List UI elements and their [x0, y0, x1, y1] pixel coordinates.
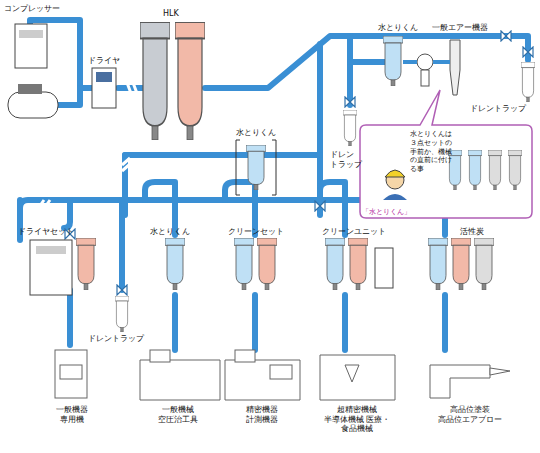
callout-note: 水とりくんは３点セットの手前か、機械の直前に付ける事「水とりくん」 — [410, 130, 526, 174]
part-label: 活性炭 — [460, 227, 500, 237]
part-label: 水とりくん — [378, 23, 428, 33]
part-label: 一般エアー機器 — [432, 23, 502, 33]
note-text: 水とりくんは３点セットの手前か、機械の直前に付ける事 — [410, 130, 454, 174]
part-label: 高品位塗装 高品位エアブロー — [438, 405, 502, 424]
part-label: ドレントラップ — [470, 104, 515, 114]
part-label: ドレントラップ — [88, 334, 138, 344]
part-label: HLK — [163, 9, 193, 19]
part-label: ドライヤセット — [18, 227, 78, 237]
part-label: ドライヤ — [88, 56, 128, 66]
part-label: 水とりくん — [150, 227, 200, 237]
part-label: 精密機器 計測機器 — [238, 405, 286, 424]
part-label: 水とりくん — [236, 128, 286, 138]
part-label: 超精密機械 半導体機械 医療・食品機械 — [322, 405, 392, 434]
part-label: コンプレッサー — [4, 4, 64, 14]
note-text: 「水とりくん」 — [362, 208, 411, 217]
part-label: クリーンセット — [228, 227, 288, 237]
part-label: ドレン トラップ — [330, 150, 350, 169]
part-label: 一般機械 空圧治工具 — [148, 405, 208, 424]
part-label: 一般機器 専用機 — [50, 405, 94, 424]
part-label: クリーンユニット — [322, 227, 392, 237]
